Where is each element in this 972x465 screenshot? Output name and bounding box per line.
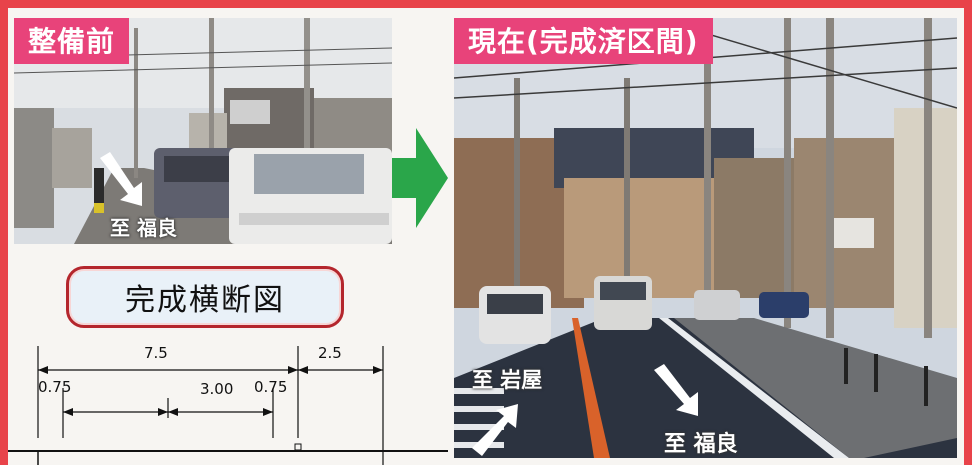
after-direction-right: 至 福良 bbox=[664, 432, 738, 457]
before-tag: 整備前 bbox=[14, 18, 130, 64]
cross-section-drawing bbox=[8, 346, 448, 465]
dim-right: 2.5 bbox=[318, 344, 342, 362]
before-direction-label: 至 福良 bbox=[110, 216, 177, 240]
before-scene bbox=[14, 18, 392, 244]
before-photo: 整備前 至 福良 bbox=[14, 18, 392, 244]
dim-left-small: 0.75 bbox=[38, 378, 72, 396]
after-tag: 現在(完成済区間) bbox=[454, 18, 713, 64]
dim-total: 7.5 bbox=[144, 344, 168, 362]
green-arrow-icon bbox=[392, 128, 448, 228]
after-scene bbox=[454, 18, 957, 458]
cross-section-title: 完成横断図 bbox=[66, 266, 344, 328]
figure-panel: 整備前 至 福良 bbox=[8, 8, 964, 465]
after-photo: 現在(完成済区間) 至 岩屋 至 福良 bbox=[454, 18, 957, 458]
dim-center: 3.00 bbox=[200, 380, 234, 398]
dim-right-small: 0.75 bbox=[254, 378, 288, 396]
after-direction-left: 至 岩屋 bbox=[472, 368, 543, 392]
